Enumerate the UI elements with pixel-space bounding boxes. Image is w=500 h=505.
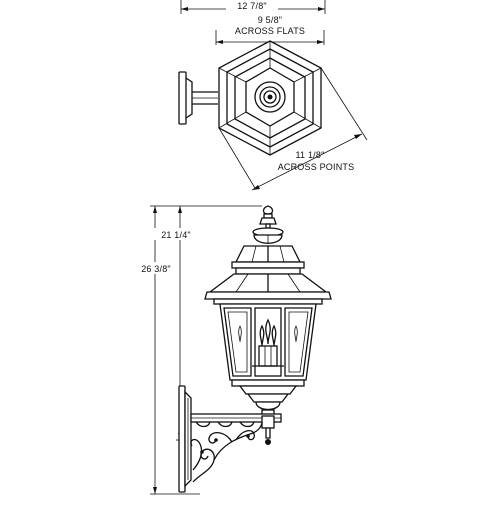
lantern-roof (204, 273, 332, 305)
overall-width-label: 12 7/8" (237, 1, 267, 11)
top-wall-plate (178, 71, 218, 125)
lantern-height-label: 21 1/4" (161, 230, 191, 240)
lantern-base (231, 379, 305, 417)
scroll-arm (190, 413, 282, 483)
wall-plate (178, 385, 192, 493)
overall-width-dimension: 12 7/8" (180, 0, 326, 14)
across-points-label: ACROSS POINTS (278, 162, 355, 172)
across-flats-value: 9 5/8" (258, 15, 282, 25)
top-view: 12 7/8" 9 5/8" ACROSS FLATS (178, 0, 368, 191)
overall-height-label: 26 3/8" (141, 264, 171, 274)
height-dimensions: 26 3/8" 21 1/4" (126, 205, 262, 495)
across-flats-label: ACROSS FLATS (235, 26, 305, 36)
across-points-dimension: 11 1/8" ACROSS POINTS (218, 67, 368, 191)
lantern-body (219, 303, 317, 381)
finial (252, 205, 284, 244)
across-points-value: 11 1/8" (296, 150, 325, 160)
hexagon-top (218, 40, 322, 156)
side-view: 26 3/8" 21 1/4" (126, 205, 332, 495)
upper-cupola (231, 245, 305, 275)
